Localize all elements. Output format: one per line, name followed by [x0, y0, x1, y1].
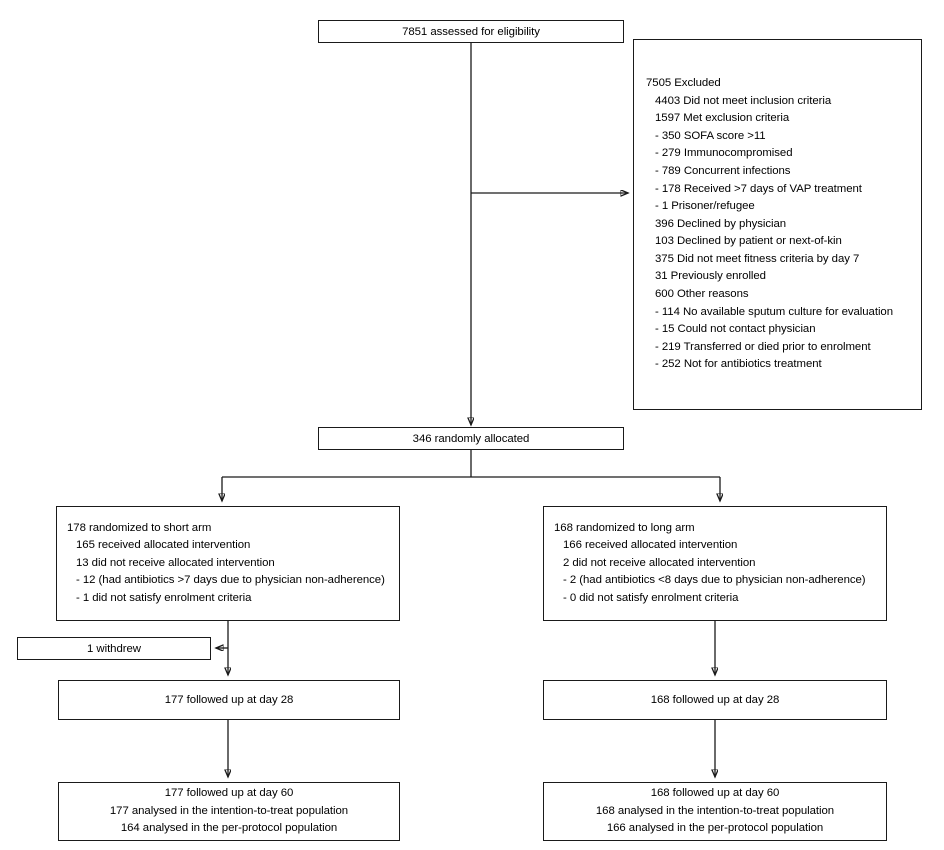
- right-followup28-label: 168 followed up at day 28: [650, 694, 780, 706]
- left-arm-line: 165 received allocated intervention: [76, 539, 251, 552]
- right-arm-line: 168 randomized to long arm: [554, 521, 695, 534]
- excluded-line: - 15 Could not contact physician: [655, 323, 816, 336]
- right-arm-line: 166 received allocated intervention: [563, 539, 738, 552]
- excluded-line: 375 Did not meet fitness criteria by day…: [655, 252, 860, 265]
- excluded-line: - 279 Immunocompromised: [655, 147, 793, 160]
- box-left-arm-followup-day60: 177 followed up at day 60 177 analysed i…: [58, 782, 400, 841]
- box-right-arm-allocation: 168 randomized to long arm 166 received …: [543, 506, 887, 621]
- left-arm-analysis-list: 177 followed up at day 60 177 analysed i…: [59, 785, 399, 838]
- box-left-arm-followup-day28: 177 followed up at day 28: [58, 680, 400, 720]
- right-analysis-line: 168 followed up at day 60: [650, 787, 780, 800]
- right-arm-line: 2 did not receive allocated intervention: [563, 556, 756, 569]
- box-right-arm-followup-day60: 168 followed up at day 60 168 analysed i…: [543, 782, 887, 841]
- right-analysis-line: 168 analysed in the intention-to-treat p…: [595, 804, 835, 817]
- randomized-label: 346 randomly allocated: [412, 432, 530, 445]
- box-right-arm-followup-day28: 168 followed up at day 28: [543, 680, 887, 720]
- excluded-line: - 789 Concurrent infections: [655, 164, 791, 177]
- left-arm-line: - 1 did not satisfy enrolment criteria: [76, 591, 252, 604]
- excluded-line: 396 Declined by physician: [655, 217, 787, 230]
- left-arm-allocation-list: 178 randomized to short arm 165 received…: [57, 520, 399, 608]
- excluded-line: - 252 Not for antibiotics treatment: [655, 358, 822, 371]
- left-analysis-line: 177 followed up at day 60: [164, 787, 294, 800]
- right-arm-line: - 2 (had antibiotics <8 days due to phys…: [563, 574, 866, 587]
- left-followup28-label: 177 followed up at day 28: [164, 694, 294, 706]
- excluded-line: - 350 SOFA score >11: [655, 129, 766, 142]
- assessed-label: 7851 assessed for eligibility: [402, 25, 540, 38]
- left-arm-line: 178 randomized to short arm: [67, 521, 212, 534]
- excluded-line: 7505 Excluded: [646, 76, 721, 89]
- excluded-line: 600 Other reasons: [655, 288, 749, 301]
- excluded-line: - 114 No available sputum culture for ev…: [655, 305, 893, 318]
- excluded-line: 4403 Did not meet inclusion criteria: [655, 94, 832, 107]
- excluded-line: - 178 Received >7 days of VAP treatment: [655, 182, 862, 195]
- excluded-line: - 219 Transferred or died prior to enrol…: [655, 340, 871, 353]
- right-analysis-line: 166 analysed in the per-protocol populat…: [606, 822, 824, 835]
- box-left-arm-allocation: 178 randomized to short arm 165 received…: [56, 506, 400, 621]
- box-assessed-for-eligibility: 7851 assessed for eligibility: [318, 20, 624, 43]
- right-arm-analysis-list: 168 followed up at day 60 168 analysed i…: [544, 785, 886, 838]
- withdrew-label: 1 withdrew: [87, 642, 141, 655]
- right-arm-line: - 0 did not satisfy enrolment criteria: [563, 591, 739, 604]
- excluded-line: 31 Previously enrolled: [655, 270, 766, 283]
- left-arm-line: - 12 (had antibiotics >7 days due to phy…: [76, 574, 385, 587]
- box-randomly-allocated: 346 randomly allocated: [318, 427, 624, 450]
- right-arm-allocation-list: 168 randomized to long arm 166 received …: [544, 520, 886, 608]
- excluded-line: - 1 Prisoner/refugee: [655, 200, 755, 213]
- left-analysis-line: 164 analysed in the per-protocol populat…: [120, 822, 338, 835]
- excluded-line: 1597 Met exclusion criteria: [655, 112, 790, 125]
- box-excluded: 7505 Excluded 4403 Did not meet inclusio…: [633, 39, 922, 410]
- left-analysis-line: 177 analysed in the intention-to-treat p…: [109, 804, 349, 817]
- box-left-arm-withdrew: 1 withdrew: [17, 637, 211, 660]
- left-arm-line: 13 did not receive allocated interventio…: [76, 556, 275, 569]
- excluded-line: 103 Declined by patient or next-of-kin: [655, 235, 842, 248]
- excluded-list: 7505 Excluded 4403 Did not meet inclusio…: [634, 75, 921, 374]
